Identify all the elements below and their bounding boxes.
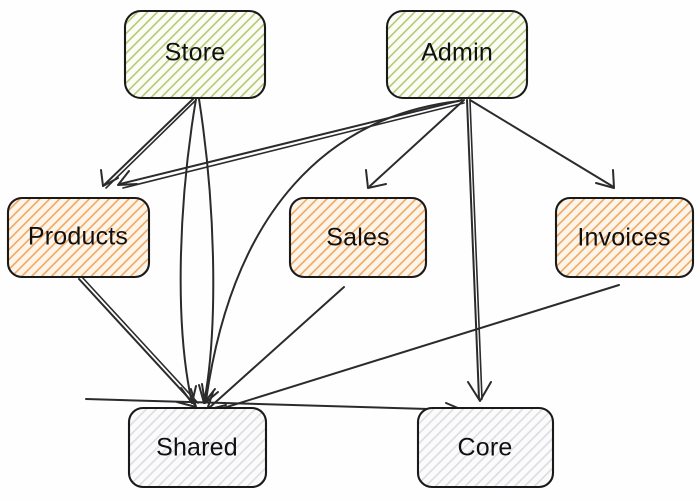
node-core-box[interactable] [416, 406, 555, 489]
node-shared-label: Shared [156, 434, 238, 462]
arrowhead [467, 381, 492, 402]
arrowhead [100, 169, 119, 187]
arrowhead [176, 388, 197, 408]
arrowhead [595, 169, 615, 189]
node-admin[interactable]: Admin [385, 9, 529, 100]
node-sales-box[interactable] [288, 196, 428, 279]
node-admin-box[interactable] [385, 9, 529, 100]
node-products[interactable]: Products [6, 196, 151, 279]
node-products-box[interactable] [6, 196, 151, 279]
node-store[interactable]: Store [123, 9, 267, 100]
node-core[interactable]: Core [416, 406, 555, 489]
node-admin-label: Admin [421, 39, 493, 67]
node-sales[interactable]: Sales [288, 196, 428, 279]
node-layer: Store Admin Products Sales Invoices Shar [6, 9, 695, 489]
node-store-label: Store [165, 39, 226, 67]
edge-admin-core [466, 99, 492, 402]
node-shared-box[interactable] [127, 406, 268, 489]
node-invoices-label: Invoices [577, 224, 670, 252]
edge-products-shared [78, 276, 199, 408]
edge-admin-products [117, 99, 465, 189]
node-core-label: Core [458, 434, 513, 462]
node-sales-label: Sales [326, 224, 390, 252]
edge-store-products [100, 98, 197, 189]
node-products-label: Products [28, 223, 128, 251]
edge-admin-invoices [469, 99, 615, 189]
arrowhead [117, 170, 138, 186]
edge-layer [78, 98, 620, 420]
node-invoices-box[interactable] [554, 196, 695, 279]
edge-admin-sales [365, 99, 465, 189]
node-store-box[interactable] [123, 9, 267, 100]
edge-store-shared-a [179, 98, 197, 404]
node-shared[interactable]: Shared [127, 406, 268, 489]
node-invoices[interactable]: Invoices [554, 196, 695, 279]
arrowhead [365, 169, 387, 189]
